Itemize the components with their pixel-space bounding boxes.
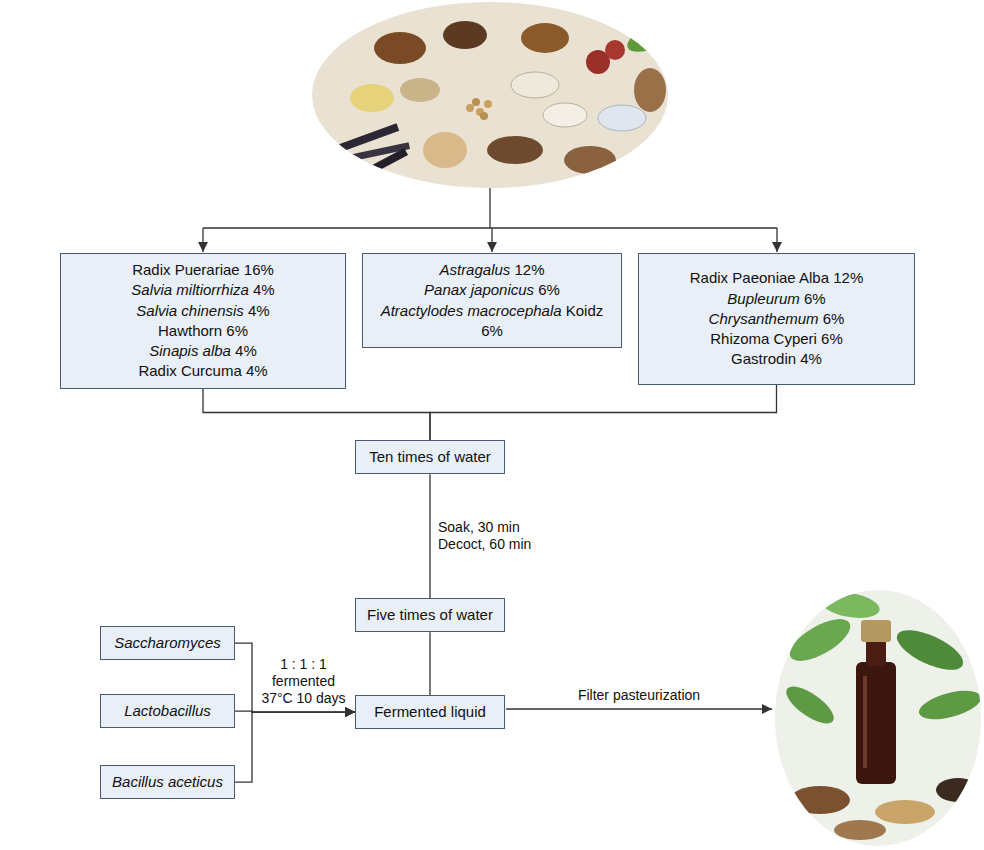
herb-group-box: Radix Puerariae 16%Salvia miltiorrhiza 4… (60, 253, 346, 389)
herb-photo (480, 112, 488, 120)
box-text: Salvia miltiorrhiza 4% (71, 280, 335, 300)
herb-group-box: Radix Paeoniae Alba 12%Bupleurum 6%Chrys… (638, 253, 915, 385)
product-photo (856, 662, 896, 784)
herb-photo (374, 32, 426, 64)
species-name: Atractylodes macrocephala (381, 302, 562, 319)
herb-photo (443, 21, 487, 49)
herb-photo (423, 132, 467, 168)
box-text: Radix Paeoniae Alba 12% (649, 268, 904, 288)
herb-photo (612, 0, 667, 31)
herb-photo (605, 40, 625, 60)
product-photo (781, 680, 839, 730)
herb-photo (347, 148, 408, 186)
box-text: Panax japonicus 6% (373, 280, 611, 300)
flow-connector (430, 385, 777, 440)
microbe-box: Saccharomyces (100, 626, 235, 660)
herb-photo (300, 0, 687, 200)
species-name: Bacillus aceticus (112, 773, 223, 790)
herb-photo (598, 105, 646, 131)
split-connector (203, 227, 777, 228)
box-text: Lactobacillus (111, 701, 224, 721)
herb-photo (484, 100, 492, 108)
split-connector (491, 228, 492, 252)
box-text: Radix Curcuma 4% (71, 361, 335, 381)
product-photo (770, 585, 984, 850)
split-connector (489, 188, 490, 228)
product-photo (891, 622, 968, 678)
box-text: Gastrodin 4% (649, 349, 904, 369)
split-connector (506, 708, 772, 709)
species-name: Chrysanthemum (709, 310, 819, 327)
flow-connector (429, 474, 430, 598)
herb-photo (466, 104, 474, 112)
box-text: Sinapis alba 4% (71, 341, 335, 361)
herb-photo (511, 72, 559, 98)
box-text: Hawthorn 6% (71, 321, 335, 341)
species-name: Sinapis alba (149, 342, 231, 359)
herb-photo (564, 146, 616, 174)
split-connector (776, 228, 777, 252)
herb-photo (300, 0, 680, 200)
herb-photo (350, 84, 394, 112)
process-box: Ten times of water (355, 440, 505, 474)
product-photo (770, 585, 984, 850)
box-text: Chrysanthemum 6% (649, 309, 904, 329)
box-text: Saccharomyces (111, 633, 224, 653)
product-photo (784, 611, 857, 669)
herb-photo (521, 23, 569, 53)
species-name: Panax japonicus (424, 281, 534, 298)
product-photo (834, 820, 886, 840)
product-photo (863, 676, 867, 768)
flow-connector (429, 632, 430, 695)
species-name: Bupleurum (727, 290, 800, 307)
product-photo (861, 620, 891, 642)
box-text: Five times of water (366, 605, 494, 625)
product-photo (916, 685, 984, 725)
herb-photo (400, 78, 440, 102)
herb-photo (487, 136, 543, 164)
box-text: Bupleurum 6% (649, 289, 904, 309)
process-box: Five times of water (355, 598, 505, 632)
flow-connector (235, 712, 355, 782)
process-note: Filter pasteurization (578, 687, 700, 704)
species-name: Lactobacillus (124, 702, 211, 719)
species-name: Salvia miltiorrhiza (131, 281, 249, 298)
species-name: Astragalus (439, 261, 510, 278)
herb-photo (634, 68, 666, 112)
species-name: Salvia chinensis (136, 302, 244, 319)
box-text: Atractylodes macrocephala Koidz 6% (373, 301, 611, 342)
microbe-box: Bacillus aceticus (100, 765, 235, 799)
species-name: Saccharomyces (114, 634, 221, 651)
box-text: Radix Puerariae 16% (71, 260, 335, 280)
product-photo (818, 588, 881, 622)
box-text: Bacillus aceticus (111, 772, 224, 792)
herb-photo (472, 98, 480, 106)
flow-connector (235, 643, 355, 712)
box-text: Salvia chinensis 4% (71, 301, 335, 321)
edge-label: 1 : 1 : 1 fermented 37°C 10 days (259, 656, 349, 707)
box-text: Rhizoma Cyperi 6% (649, 329, 904, 349)
product-photo (866, 640, 886, 666)
herb-photo (623, 11, 688, 58)
product-photo (790, 786, 850, 814)
flow-connector (203, 389, 430, 441)
box-text: Astragalus 12% (373, 260, 611, 280)
box-text: Fermented liquid (366, 702, 494, 722)
product-photo (936, 778, 980, 802)
box-text: Ten times of water (366, 447, 494, 467)
split-connector (202, 228, 203, 252)
process-box: Fermented liquid (355, 695, 505, 729)
microbe-box: Lactobacillus (100, 694, 235, 728)
product-photo (875, 800, 935, 824)
herb-group-box: Astragalus 12%Panax japonicus 6%Atractyl… (362, 253, 622, 348)
herb-photo (543, 103, 587, 127)
edge-label: Soak, 30 min Decoct, 60 min (438, 519, 543, 553)
